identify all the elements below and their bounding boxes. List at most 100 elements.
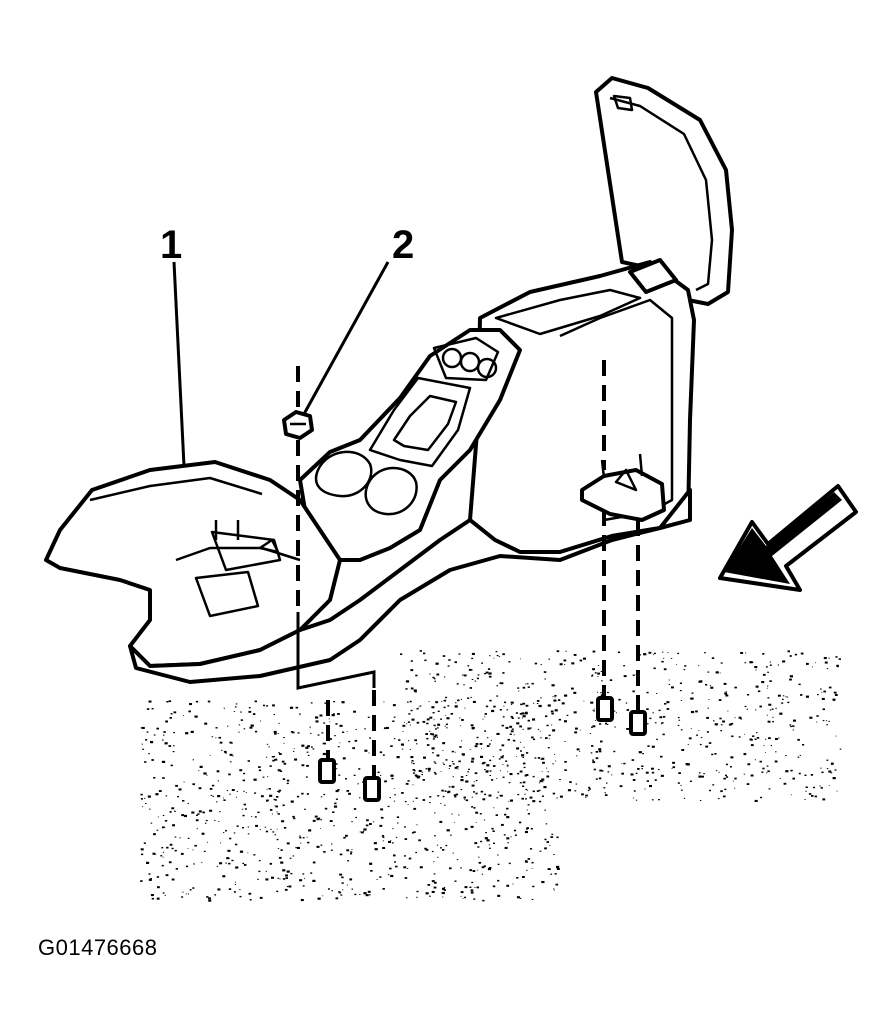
- floor-speck: [254, 816, 257, 818]
- floor-speck: [337, 713, 340, 715]
- floor-speck: [353, 710, 356, 713]
- floor-speck: [307, 841, 310, 844]
- floor-speck: [491, 779, 494, 781]
- floor-speck: [593, 708, 595, 710]
- floor-speck: [759, 705, 762, 708]
- floor-speck: [507, 764, 509, 765]
- floor-speck: [547, 771, 549, 773]
- floor-speck: [825, 720, 828, 722]
- floor-speck: [774, 760, 778, 763]
- floor-speck: [240, 711, 242, 713]
- floor-speck: [272, 759, 275, 762]
- floor-speck: [579, 751, 581, 752]
- floor-speck: [505, 760, 508, 762]
- floor-speck: [555, 883, 559, 886]
- floor-speck: [235, 843, 238, 846]
- floor-speck: [520, 703, 523, 706]
- floor-speck: [485, 770, 489, 773]
- floor-speck: [383, 727, 387, 730]
- floor-speck: [211, 736, 214, 738]
- floor-speck: [785, 755, 787, 757]
- floor-speck: [242, 827, 244, 829]
- floor-speck: [156, 876, 160, 878]
- floor-speck: [276, 838, 279, 841]
- floor-speck: [500, 682, 504, 685]
- floor-speck: [525, 774, 529, 776]
- floor-speck: [348, 792, 351, 795]
- floor-speck: [486, 745, 490, 747]
- floor-speck: [433, 735, 436, 738]
- front-direction-arrow-icon: [718, 484, 858, 592]
- floor-speck: [368, 894, 371, 896]
- floor-speck: [471, 678, 474, 680]
- floor-speck: [392, 720, 395, 722]
- floor-speck: [253, 778, 257, 781]
- floor-speck: [244, 808, 247, 810]
- floor-speck: [286, 779, 290, 782]
- floor-speck: [522, 785, 525, 787]
- floor-speck: [837, 665, 839, 668]
- floor-speck: [471, 784, 475, 787]
- floor-speck: [428, 770, 431, 772]
- floor-speck: [248, 892, 252, 895]
- floor-speck: [766, 772, 768, 774]
- floor-speck: [828, 785, 830, 786]
- floor-speck: [312, 748, 315, 750]
- floor-speck: [539, 800, 542, 803]
- floor-speck: [756, 737, 760, 739]
- floor-speck: [174, 836, 177, 838]
- floor-speck: [151, 759, 154, 761]
- floor-speck: [405, 688, 408, 690]
- floor-speck: [452, 852, 454, 854]
- floor-speck: [472, 700, 476, 703]
- floor-speck: [481, 662, 483, 664]
- floor-speck: [296, 795, 300, 798]
- floor-speck: [723, 795, 726, 798]
- floor-speck: [820, 787, 823, 789]
- floor-speck: [488, 867, 492, 869]
- floor-speck: [266, 799, 269, 802]
- floor-speck: [619, 785, 623, 788]
- floor-speck: [476, 736, 479, 739]
- floor-speck: [505, 726, 509, 729]
- floor-speck: [537, 728, 540, 730]
- floor-speck: [519, 713, 523, 715]
- floor-speck: [392, 828, 394, 830]
- floor-speck: [488, 672, 492, 675]
- floor-speck: [488, 675, 492, 678]
- floor-speck: [182, 800, 185, 802]
- floor-speck: [142, 806, 144, 808]
- floor-speck: [436, 736, 438, 738]
- floor-speck: [684, 665, 687, 667]
- floor-speck: [390, 840, 392, 842]
- floor-speck: [409, 749, 411, 750]
- floor-speck: [306, 836, 308, 838]
- floor-speck: [334, 802, 337, 805]
- floor-speck: [508, 801, 510, 802]
- floor-speck: [433, 861, 435, 863]
- floor-speck: [145, 803, 147, 804]
- floor-speck: [502, 672, 505, 674]
- floor-speck: [242, 814, 245, 817]
- floor-speck: [162, 777, 165, 779]
- floor-speck: [463, 755, 465, 756]
- floor-speck: [502, 755, 504, 757]
- floor-speck: [548, 734, 551, 737]
- floor-speck: [306, 764, 309, 767]
- floor-speck: [592, 759, 594, 761]
- floor-speck: [530, 727, 532, 729]
- floor-speck: [443, 763, 445, 765]
- floor-speck: [455, 793, 459, 796]
- floor-speck: [331, 714, 335, 717]
- floor-speck: [252, 713, 256, 715]
- floor-speck: [836, 790, 838, 792]
- floor-speck: [265, 870, 267, 872]
- floor-speck: [831, 764, 833, 766]
- floor-speck: [515, 712, 518, 714]
- floor-speck: [389, 797, 391, 799]
- floor-speck: [369, 862, 373, 865]
- floor-speck: [510, 701, 514, 704]
- floor-speck: [322, 895, 324, 897]
- floor-speck: [425, 768, 428, 770]
